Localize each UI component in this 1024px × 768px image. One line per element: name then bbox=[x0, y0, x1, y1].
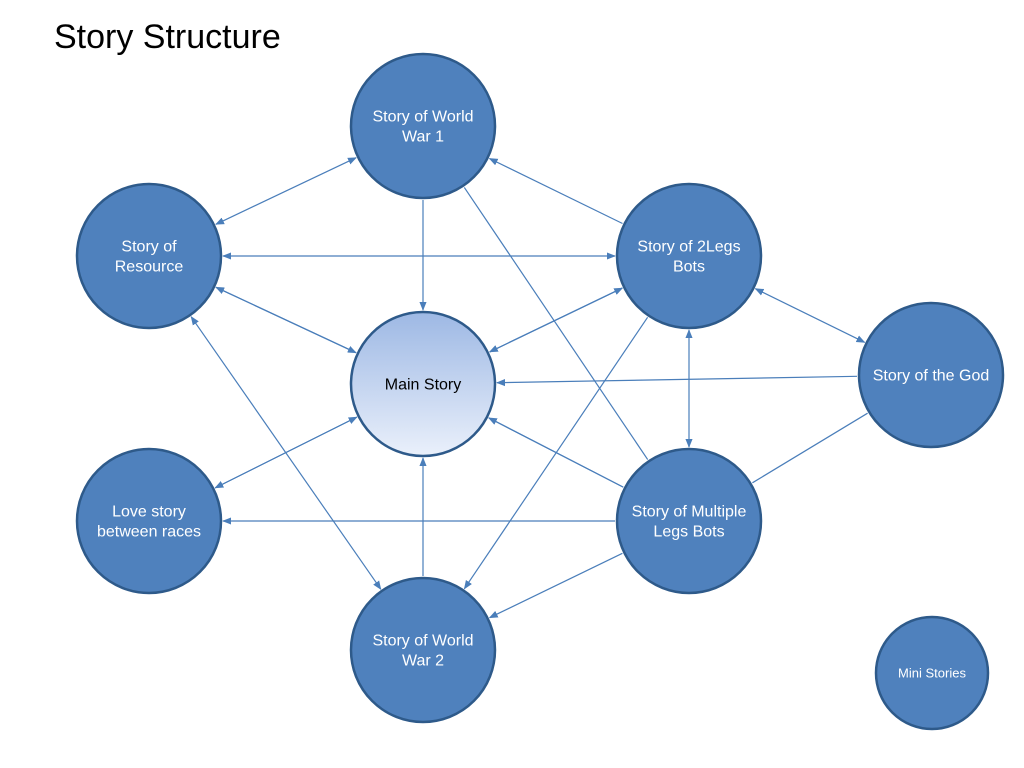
node-label-main-line-1: Main Story bbox=[385, 377, 461, 394]
node-circle-resource bbox=[75, 182, 223, 330]
edge-god-to-main bbox=[496, 375, 858, 387]
node-circle-ww2 bbox=[349, 576, 497, 724]
node-circle-multi bbox=[615, 447, 763, 595]
node-label-legs2-line-2: Bots bbox=[673, 259, 705, 276]
node-circle-ww1 bbox=[349, 52, 497, 200]
edge-main-to-love bbox=[214, 416, 358, 489]
node-circle-legs2 bbox=[615, 182, 763, 330]
node-main[interactable]: Main Story bbox=[349, 310, 497, 458]
edge-ww1-to-multi bbox=[463, 187, 649, 460]
node-label-resource-line-2: Resource bbox=[115, 259, 184, 276]
edge-ww1-to-resource bbox=[215, 157, 357, 225]
node-mini[interactable]: Mini Stories bbox=[874, 615, 990, 731]
node-label-resource-line-1: Story of bbox=[121, 239, 177, 256]
edge-main-to-resource bbox=[215, 286, 357, 354]
node-label-legs2-line-1: Story of 2Legs bbox=[637, 239, 740, 256]
node-label-ww2-line-2: War 2 bbox=[402, 653, 444, 670]
node-circle-god bbox=[857, 301, 1005, 449]
edge-multi-to-ww2 bbox=[488, 552, 623, 619]
edge-legs2-to-ww1 bbox=[488, 157, 623, 225]
node-label-ww1-line-1: Story of World bbox=[372, 109, 473, 126]
edge-legs2-to-god bbox=[754, 288, 866, 343]
node-circle-love bbox=[75, 447, 223, 595]
node-label-ww2-line-1: Story of World bbox=[372, 633, 473, 650]
edge-main-to-multi bbox=[488, 417, 624, 488]
edge-god-to-multi bbox=[752, 412, 868, 484]
node-circle-main bbox=[349, 310, 497, 458]
node-god[interactable]: Story of the God bbox=[857, 301, 1005, 449]
page-title: Story Structure bbox=[54, 18, 281, 56]
node-circle-mini bbox=[874, 615, 990, 731]
node-label-love-line-1: Love story bbox=[112, 504, 186, 521]
node-resource[interactable]: Story of Resource bbox=[75, 182, 223, 330]
node-label-multi-line-1: Story of Multiple bbox=[632, 504, 747, 521]
node-label-mini-line-1: Mini Stories bbox=[898, 666, 966, 681]
node-label-ww1-line-2: War 1 bbox=[402, 129, 444, 146]
node-label-multi-line-2: Legs Bots bbox=[653, 524, 724, 541]
edges-layer bbox=[190, 157, 868, 619]
edge-main-to-legs2 bbox=[489, 287, 624, 353]
node-label-love-line-2: between races bbox=[97, 524, 201, 541]
node-love[interactable]: Love story between races bbox=[75, 447, 223, 595]
node-label-god-line-1: Story of the God bbox=[873, 368, 990, 385]
